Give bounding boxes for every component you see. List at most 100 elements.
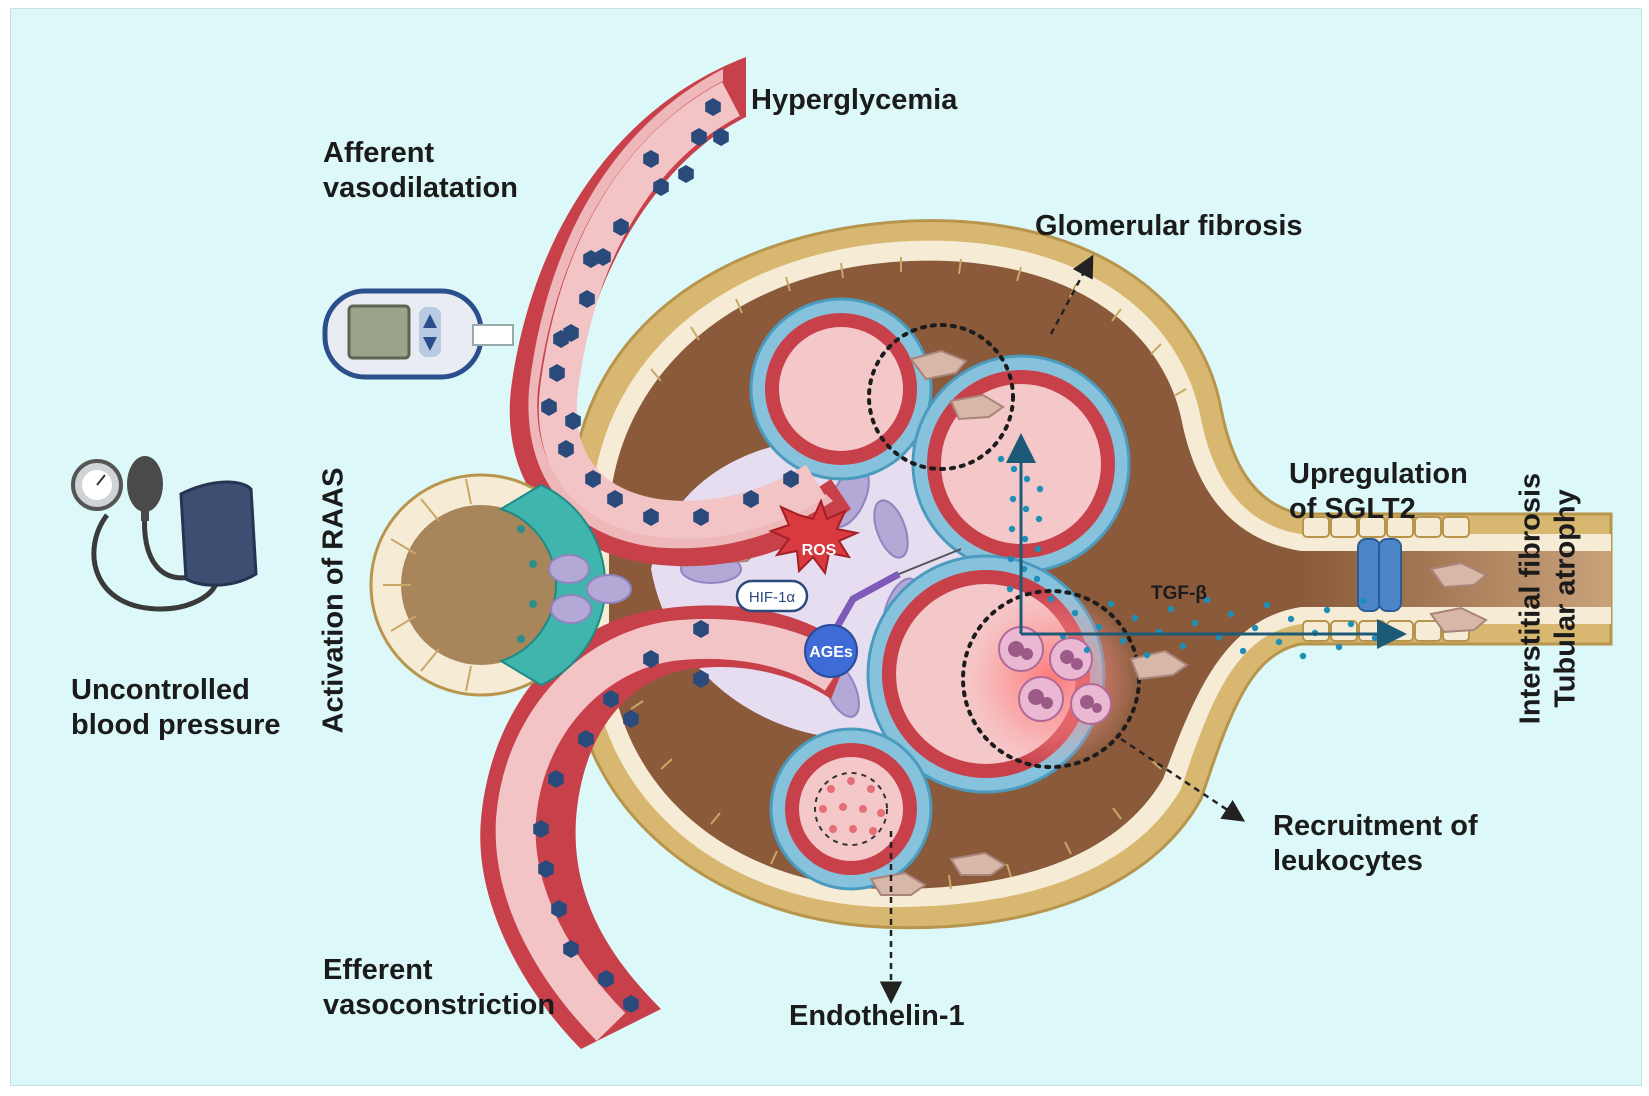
tgf-particle (1083, 646, 1091, 654)
tgf-particle (1095, 623, 1103, 631)
kidney-glomerulus-illustration: ROS HIF-1α AGEs TGF-β (71, 57, 1613, 1049)
tgf-particle (1008, 525, 1016, 533)
tgf-particle (1239, 647, 1247, 655)
diagram-canvas: ROS HIF-1α AGEs TGF-β Hyperglycemia Affe… (10, 8, 1642, 1086)
efferent-arteriole (480, 605, 851, 1049)
tgf-particle (1033, 575, 1041, 583)
glucose-hexagon (583, 250, 599, 268)
glucose-hexagon (603, 690, 619, 708)
tgf-particle (1010, 465, 1018, 473)
glucose-hexagon (643, 650, 659, 668)
glucose-hexagon (613, 218, 629, 236)
glucose-hexagon (541, 398, 557, 416)
glucose-hexagon (623, 710, 639, 728)
tgf-particle (1347, 620, 1355, 628)
tgf-particle (1143, 651, 1151, 659)
glucose-hexagon (693, 670, 709, 688)
hif-label: HIF-1α (749, 589, 796, 606)
glucose-hexagon (549, 364, 565, 382)
tgf-particle (1287, 615, 1295, 623)
tgf-particle (1335, 643, 1343, 651)
ros-burst: ROS (768, 498, 861, 576)
glucose-hexagon (585, 470, 601, 488)
tgf-particle (1275, 638, 1283, 646)
tgf-particle (1299, 652, 1307, 660)
tgf-particle (1371, 634, 1379, 642)
glucose-hexagon (691, 128, 707, 146)
ages-receptor: AGEs (804, 548, 962, 678)
tgf-particle (1227, 610, 1235, 618)
tgf-particle (1034, 545, 1042, 553)
glucose-hexagon (653, 178, 669, 196)
tgf-particle (1107, 600, 1115, 608)
glucose-hexagon (705, 98, 721, 116)
glucose-hexagon (548, 770, 564, 788)
tgf-beta-arrows (1006, 433, 1407, 649)
tgf-particle (1359, 597, 1367, 605)
tgf-particle (1203, 596, 1211, 604)
tgf-particle (1071, 609, 1079, 617)
macula-densa (369, 473, 632, 697)
tgf-particle (1191, 619, 1199, 627)
endothelin-1-label: Endothelin-1 (789, 1000, 965, 1032)
glucose-hexagon (563, 940, 579, 958)
tgf-particle (1022, 505, 1030, 513)
glucose-hexagon (693, 620, 709, 638)
hif-1a-badge: HIF-1α (735, 579, 809, 613)
tgf-label: TGF-β (1151, 583, 1207, 604)
tgf-particle (997, 455, 1005, 463)
tgf-particle (1131, 614, 1139, 622)
glucose-hexagon (578, 730, 594, 748)
glucose-molecules (533, 98, 799, 1013)
glomerular-fibrosis-zone (867, 323, 1015, 471)
glucose-hexagon (595, 248, 611, 266)
glucose-hexagon (565, 412, 581, 430)
tgf-particle (1179, 642, 1187, 650)
ages-label: AGEs (809, 644, 853, 661)
tgf-particle (1035, 515, 1043, 523)
blood-pressure-cuff-icon (71, 456, 258, 612)
tgf-particle (1251, 624, 1259, 632)
tgf-particle (1036, 485, 1044, 493)
glucose-hexagon (643, 508, 659, 526)
activation-raas-label: Activation of RAAS (317, 467, 350, 734)
tgf-particle (1006, 585, 1014, 593)
glucose-hexagon (598, 970, 614, 988)
glucose-hexagon (693, 508, 709, 526)
tgf-particle (1167, 605, 1175, 613)
glucose-hexagon (533, 820, 549, 838)
tgf-particle (1263, 601, 1271, 609)
glucose-hexagon (607, 490, 623, 508)
glucose-hexagon (743, 490, 759, 508)
glucose-hexagon (678, 165, 694, 183)
glucose-hexagon (579, 290, 595, 308)
glucose-meter-icon (322, 288, 514, 380)
interstitial-fibrosis-label: Interstitial fibrosis (1514, 472, 1547, 725)
glucose-hexagon (623, 995, 639, 1013)
tgf-particle (1007, 555, 1015, 563)
glucose-hexagon (538, 860, 554, 878)
ros-label: ROS (802, 542, 837, 559)
callout-arrows (879, 254, 1246, 1004)
glomerular-fibrosis-label: Glomerular fibrosis (1035, 210, 1303, 242)
glucose-hexagon (553, 330, 569, 348)
tgf-particle (1021, 535, 1029, 543)
tgf-particle (1047, 595, 1055, 603)
glucose-hexagon (783, 470, 799, 488)
glucose-hexagon (643, 150, 659, 168)
tgf-particle (1323, 606, 1331, 614)
inflammation-zone (961, 589, 1141, 769)
hyperglycemia-label: Hyperglycemia (751, 84, 958, 116)
glucose-hexagon (551, 900, 567, 918)
sglt2-transporter-icon (1357, 538, 1402, 612)
glucose-hexagon (558, 440, 574, 458)
afferent-arteriole (509, 57, 851, 567)
tgf-particle (1009, 495, 1017, 503)
tgf-particle (1023, 475, 1031, 483)
tubular-atrophy-label: Tubular atrophy (1549, 489, 1582, 708)
